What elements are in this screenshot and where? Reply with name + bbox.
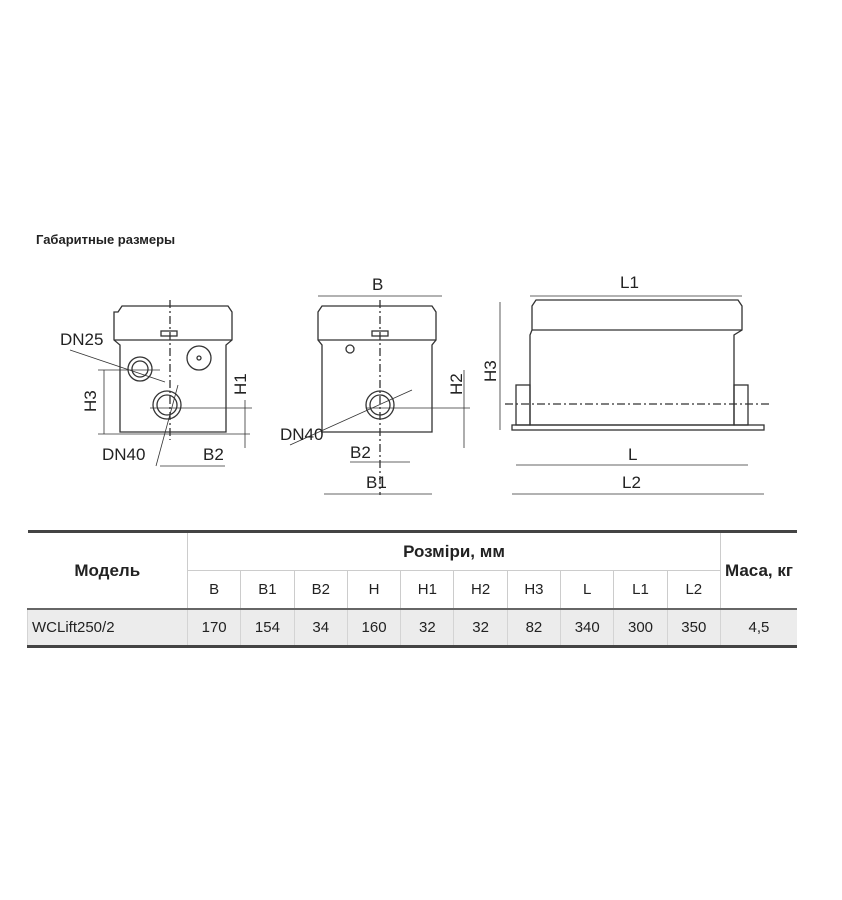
column-header-b1: B1	[240, 570, 295, 609]
column-header-b: B	[186, 570, 241, 609]
value-cell-l2: 350	[666, 608, 721, 647]
mass-header: Маса, кг	[719, 531, 797, 609]
label-h2: H2	[447, 373, 466, 395]
label-l1: L1	[620, 273, 639, 292]
section-title: Габаритные размеры	[36, 232, 176, 247]
model-cell: WCLift250/2	[27, 608, 188, 647]
column-header-h2: H2	[453, 570, 508, 609]
column-header-h1: H1	[400, 570, 454, 609]
value-cell-h3: 82	[506, 608, 561, 647]
column-header-l2: L2	[666, 570, 721, 609]
column-header-h: H	[346, 570, 401, 609]
label-h3: H3	[81, 390, 100, 412]
value-cell-l1: 300	[613, 608, 668, 647]
label-l: L	[628, 445, 637, 464]
model-header: Модель	[74, 560, 141, 580]
column-header-h3: H3	[506, 570, 561, 609]
value-cell-b1: 154	[240, 608, 295, 647]
label-dn40: DN40	[102, 445, 145, 464]
value-cell-h1: 32	[400, 608, 454, 647]
front-view: DN25 H3 H1 DN40 B2	[60, 300, 252, 467]
label-b2: B2	[203, 445, 224, 464]
value-cell-h: 160	[346, 608, 401, 647]
label-dn25: DN25	[60, 330, 103, 349]
side-view: B H2 DN40 B2 B1	[280, 275, 470, 495]
label-b2-side: B2	[350, 443, 371, 462]
column-header-b2: B2	[293, 570, 348, 609]
label-l2: L2	[622, 473, 641, 492]
label-b1: B1	[366, 473, 387, 492]
label-dn40-side: DN40	[280, 425, 323, 444]
column-header-l1: L1	[613, 570, 668, 609]
value-cell-b: 170	[186, 608, 241, 647]
value-cell-l: 340	[560, 608, 614, 647]
label-h1: H1	[231, 373, 250, 395]
long-view: L1 H3 L L2	[481, 273, 770, 495]
column-header-l: L	[560, 570, 614, 609]
label-b: B	[372, 275, 383, 294]
dimensions-header: Розміри, мм	[187, 531, 721, 571]
value-cell-b2: 34	[293, 608, 348, 647]
value-cell-h2: 32	[453, 608, 508, 647]
label-h3-long: H3	[481, 360, 500, 382]
mass-cell: 4,5	[719, 608, 797, 647]
dimension-drawing: DN25 H3 H1 DN40 B2 B H2 DN40 B2 B1 L1 H3	[60, 273, 770, 495]
